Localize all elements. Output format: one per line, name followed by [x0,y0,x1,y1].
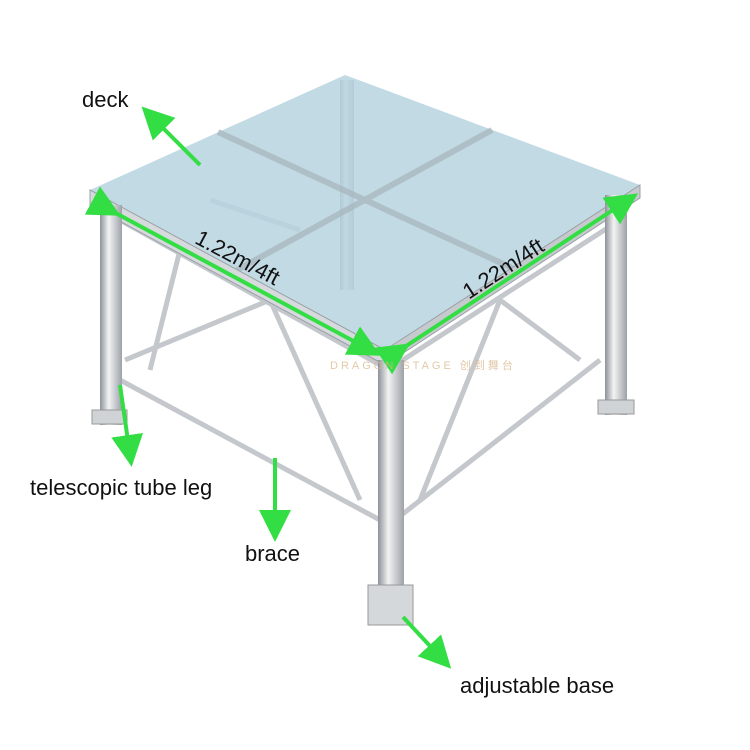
brace-label: brace [245,541,301,566]
telescopic-leg-label: telescopic tube leg [30,475,213,500]
deck-arrow [141,106,202,167]
telescopic-leg-arrow [111,384,144,467]
watermark: DRAGON STAGE 创到舞台 [330,360,516,372]
deck-glass [90,75,640,350]
adjustable-base-label: adjustable base [460,673,615,698]
leg-front [378,360,404,590]
adjustable-base-plate [367,584,414,626]
right-dimension-arrow [374,193,639,375]
leg-right [605,195,627,415]
annotation-arrows [84,106,639,669]
deck-label: deck [82,87,129,112]
left-dimension-arrow [84,186,381,356]
adjustable-base-arrow [401,615,452,669]
leg-front-left [100,205,122,425]
